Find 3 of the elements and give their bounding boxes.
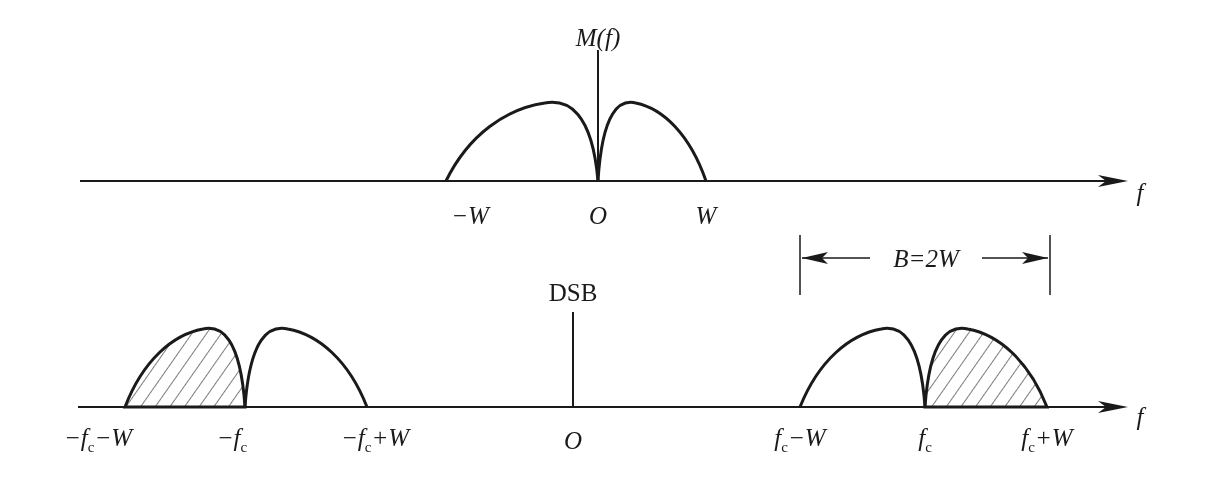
tick-label: f$_{c}$−W xyxy=(772,425,828,455)
tick-label: f$_{c}$+W xyxy=(1019,425,1075,455)
tick-label: f$_{c}$ xyxy=(916,425,934,455)
